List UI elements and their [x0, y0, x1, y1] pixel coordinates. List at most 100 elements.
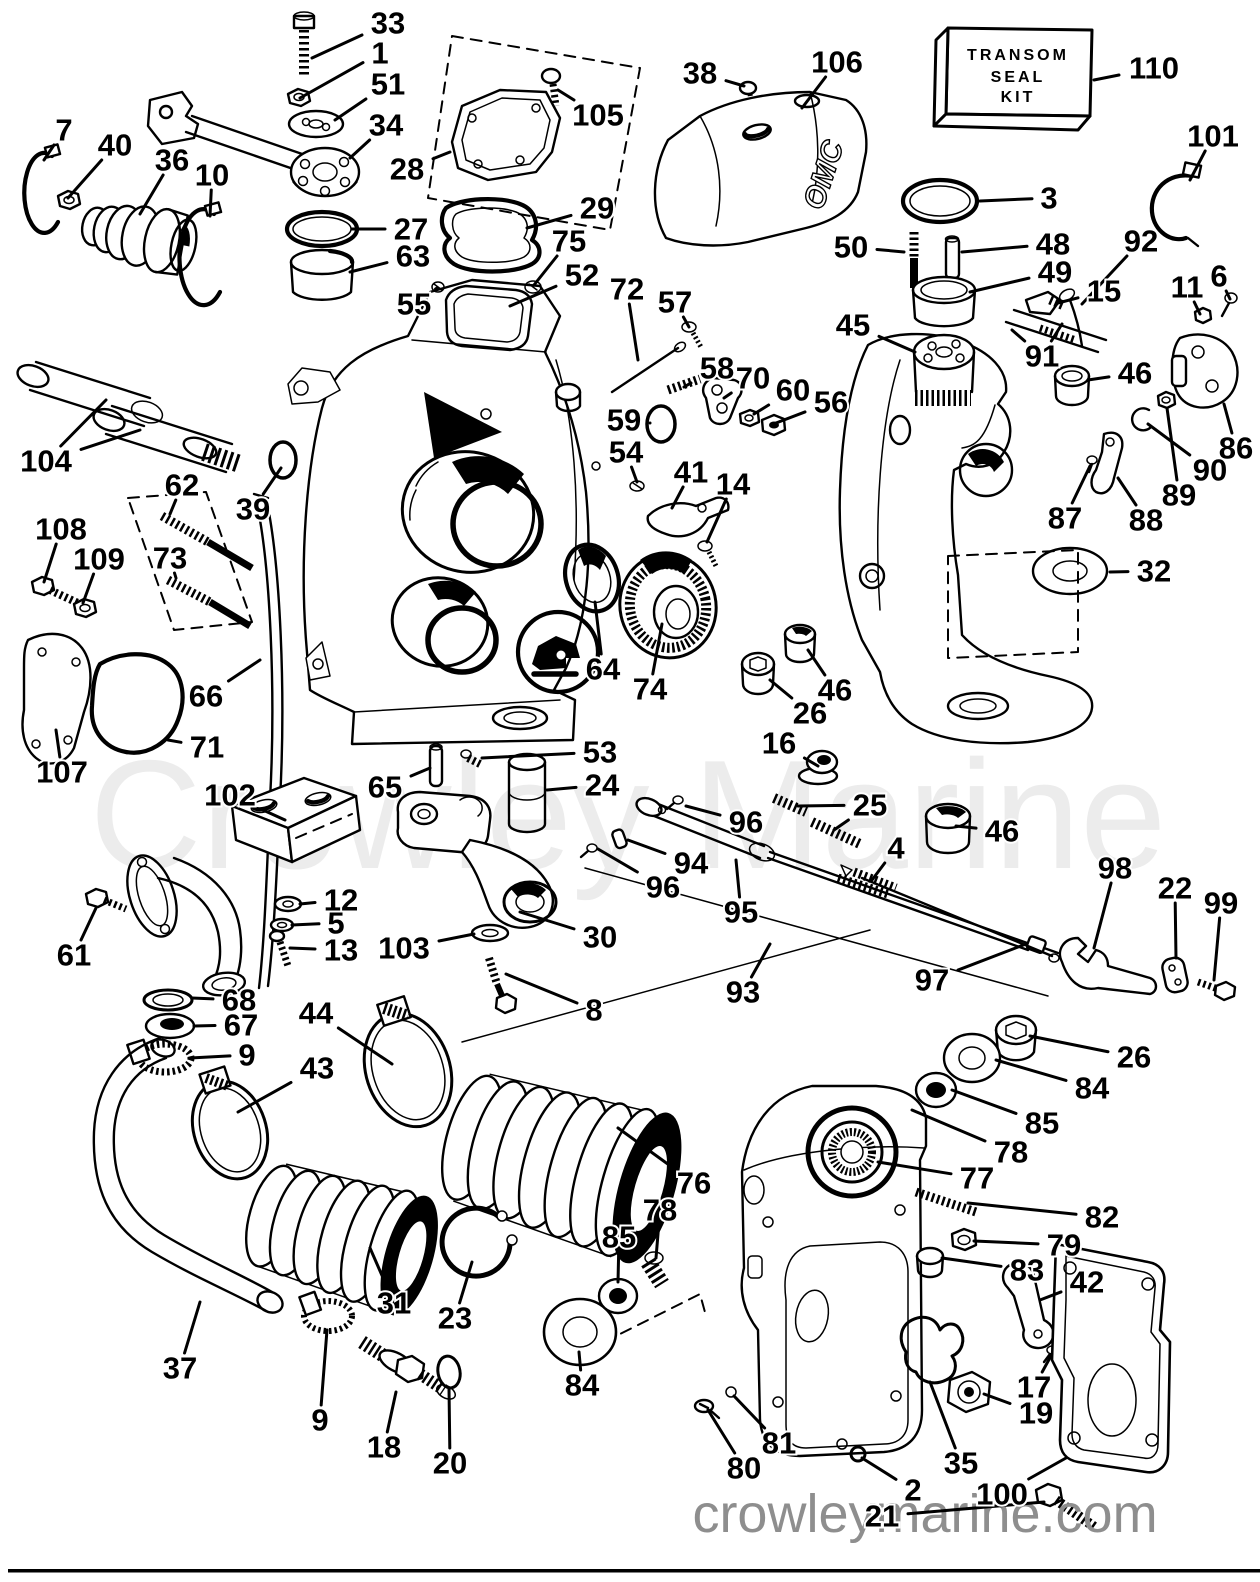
callout-2: 2: [860, 1456, 924, 1510]
callout-77: 77: [876, 1159, 996, 1198]
callout-number-87: 87: [1048, 501, 1082, 536]
callout-leader-104: [79, 428, 142, 451]
callout-68: 68: [190, 981, 258, 1020]
callout-leader-73: [173, 571, 178, 580]
callout-number-33: 33: [371, 6, 405, 41]
callout-leader-15: [1056, 296, 1080, 305]
callout-leader-55: [434, 286, 439, 291]
callout-leader-9: [188, 1054, 232, 1060]
callout-number-46: 46: [818, 673, 852, 708]
callout-number-5: 5: [327, 906, 344, 941]
callout-number-101: 101: [1187, 119, 1239, 154]
bottom-right-hardware: [693, 1187, 1172, 1533]
callout-78: 78: [910, 1108, 1030, 1172]
callout-49: 49: [968, 253, 1074, 294]
callout-number-86: 86: [1219, 431, 1253, 466]
callout-leader-17: [1040, 1352, 1054, 1374]
callout-leader-97: [956, 942, 1028, 972]
callout-60: 60: [752, 371, 812, 416]
callout-leader-21: [906, 1500, 1046, 1516]
callout-33: 33: [310, 4, 407, 60]
callout-55: 55: [395, 285, 439, 324]
callout-leader-26: [768, 678, 794, 700]
callout-number-19: 19: [1019, 1396, 1053, 1431]
callout-102: 102: [202, 776, 287, 822]
callout-leader-78: [910, 1108, 987, 1143]
callout-number-63: 63: [396, 239, 430, 274]
callout-leader-75: [532, 254, 559, 287]
callout-leader-54: [630, 465, 639, 484]
callout-leader-28: [431, 150, 452, 161]
callout-104: 104: [18, 398, 142, 481]
callout-number-62: 62: [165, 468, 199, 503]
callout-leader-19: [982, 1392, 1012, 1405]
callout-72: 72: [608, 270, 646, 362]
callout-97: 97: [913, 942, 1028, 1000]
callout-67: 67: [192, 1006, 260, 1045]
callout-number-73: 73: [153, 541, 187, 576]
callout-number-24: 24: [585, 768, 620, 803]
callout-number-109: 109: [73, 542, 125, 577]
callout-59: 59: [605, 401, 652, 440]
callout-94: 94: [626, 838, 711, 883]
callout-leader-42: [1038, 1290, 1063, 1302]
callout-leader-39: [261, 466, 283, 496]
shift-cable-group: [461, 793, 1060, 1043]
callout-leader-2: [860, 1456, 898, 1481]
callout-number-54: 54: [609, 435, 644, 470]
callout-number-98: 98: [1098, 851, 1132, 886]
nut-40: [56, 189, 82, 211]
callout-number-60: 60: [776, 373, 810, 408]
callout-number-22: 22: [1158, 871, 1192, 906]
callout-leader-62: [168, 498, 178, 516]
callout-number-76: 76: [677, 1166, 711, 1201]
kit-box-line-2: SEAL: [991, 69, 1046, 86]
callout-leader-57: [681, 315, 691, 329]
callout-23: 23: [436, 1260, 474, 1338]
callout-leader-5: [290, 922, 321, 927]
callout-leader-66: [227, 658, 262, 683]
callout-number-108: 108: [35, 512, 87, 547]
callout-leader-25: [796, 803, 846, 808]
callout-108: 108: [33, 510, 89, 584]
callout-leader-94: [626, 838, 667, 856]
callout-leader-63: [348, 261, 389, 274]
callout-leader-25: [832, 818, 850, 832]
callout-number-10: 10: [195, 158, 229, 193]
bushing-46-lower: [924, 802, 972, 855]
callout-number-26: 26: [1117, 1040, 1151, 1075]
callout-leader-10: [208, 188, 213, 218]
callout-leader-78: [654, 1223, 661, 1260]
gimbal-housing-drawing: [287, 278, 601, 746]
callout-leader-46: [954, 824, 978, 830]
callout-leader-9: [319, 1328, 329, 1407]
clamp-43: [190, 1065, 270, 1181]
callout-number-53: 53: [583, 735, 617, 770]
gasket-71-plate-107: [21, 575, 185, 765]
callout-number-27: 27: [394, 212, 428, 247]
callout-106: 106: [800, 43, 865, 110]
callout-leader-13: [288, 946, 317, 951]
callout-46: 46: [806, 648, 854, 710]
callout-leader-109: [81, 572, 96, 605]
callout-leader-46: [1086, 375, 1111, 382]
callout-leader-85: [950, 1088, 1018, 1115]
callout-number-55: 55: [397, 287, 431, 322]
callout-leader-85: [616, 1250, 621, 1284]
callout-number-89: 89: [1162, 478, 1196, 513]
callout-leader-44: [336, 1026, 394, 1066]
callout-52: 52: [508, 256, 601, 308]
callout-number-26: 26: [793, 696, 827, 731]
callout-85: 85: [600, 1218, 638, 1284]
transom-seal-kit-box: TRANSOM SEAL KIT: [932, 26, 1094, 132]
washer-32-hole: [1052, 560, 1088, 582]
callout-leader-90: [1146, 422, 1192, 457]
callout-number-70: 70: [736, 361, 770, 396]
callout-27: 27: [350, 210, 430, 249]
callout-number-14: 14: [716, 467, 751, 502]
swivel-45: [912, 333, 976, 406]
callout-number-50: 50: [834, 230, 868, 265]
callout-leader-8: [504, 972, 579, 1005]
tubes-104: [16, 360, 243, 474]
callout-number-42: 42: [1070, 1265, 1104, 1300]
